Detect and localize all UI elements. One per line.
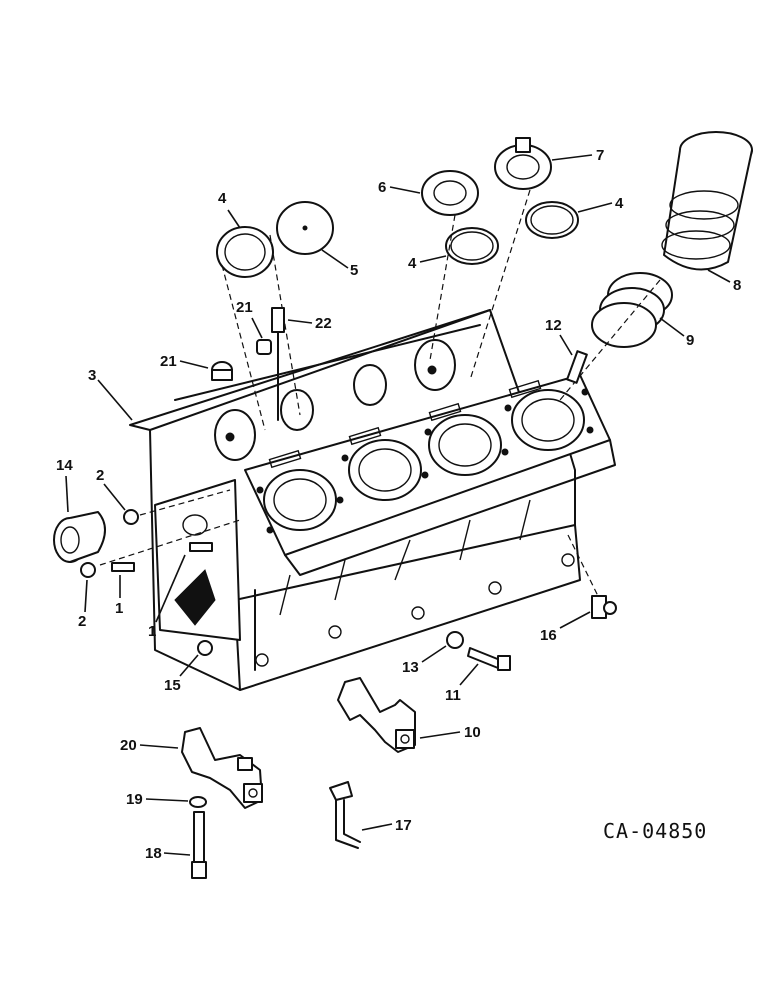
- callout-21b: 21: [160, 353, 177, 370]
- part-2-plug-upper: [123, 509, 139, 525]
- callout-4a: 4: [218, 190, 227, 207]
- callout-12: 12: [545, 317, 562, 334]
- part-15-plug: [197, 640, 213, 656]
- part-14-seal: [53, 511, 106, 563]
- part-19-washer: [189, 796, 207, 808]
- part-6-cover: [421, 170, 479, 216]
- callout-4b: 4: [408, 255, 417, 272]
- part-4-ring-right: [525, 201, 579, 239]
- callout-9: 9: [686, 332, 694, 349]
- callout-11: 11: [445, 687, 461, 704]
- part-20-bearing-cap: [181, 727, 263, 809]
- part-13-nut: [446, 631, 464, 649]
- callout-13: 13: [402, 659, 419, 676]
- part-5-plug: [276, 201, 334, 255]
- part-18-bolt: [191, 811, 207, 879]
- callout-17: 17: [395, 817, 412, 834]
- callout-3: 3: [88, 367, 96, 384]
- part-11-bolt: [467, 647, 511, 671]
- callout-8: 8: [733, 277, 741, 294]
- part-8-cylinder-liner: [661, 131, 753, 271]
- part-10-bearing-cap: [337, 677, 416, 753]
- callout-2b: 2: [78, 613, 86, 630]
- callout-18: 18: [145, 845, 162, 862]
- callout-5: 5: [350, 262, 358, 279]
- part-17-oil-tube: [329, 781, 361, 849]
- callout-1b: 1: [148, 623, 156, 640]
- callouts: 1 1 2 2 3 4 4 4 5 6 7 8 9 10: [56, 147, 741, 862]
- callout-10: 10: [464, 724, 481, 741]
- part-12-dowel: [566, 350, 588, 384]
- callout-20: 20: [120, 737, 137, 754]
- callout-1a: 1: [115, 600, 123, 617]
- part-16-drain-fitting: [567, 534, 617, 619]
- part-4-ring-center: [445, 227, 499, 265]
- part-4-gasket-left: [216, 226, 274, 278]
- callout-19: 19: [126, 791, 143, 808]
- callout-14: 14: [56, 457, 73, 474]
- callout-21a: 21: [236, 299, 253, 316]
- part-7-cover: [494, 137, 552, 190]
- cylinder-block: [129, 309, 616, 691]
- callout-2a: 2: [96, 467, 104, 484]
- callout-22: 22: [315, 315, 332, 332]
- callout-15: 15: [164, 677, 181, 694]
- callout-4c: 4: [615, 195, 624, 212]
- part-21-plug-upper: [256, 339, 272, 355]
- part-22-fitting: [271, 307, 285, 421]
- part-1-pins: [111, 542, 213, 572]
- part-9-seal-rings: [591, 272, 673, 348]
- callout-16: 16: [540, 627, 557, 644]
- callout-7: 7: [596, 147, 604, 164]
- part-21-plug-left: [211, 361, 233, 381]
- callout-6: 6: [378, 179, 386, 196]
- part-2-plug-lower: [80, 562, 96, 578]
- reference-code: CA-04850: [603, 819, 707, 843]
